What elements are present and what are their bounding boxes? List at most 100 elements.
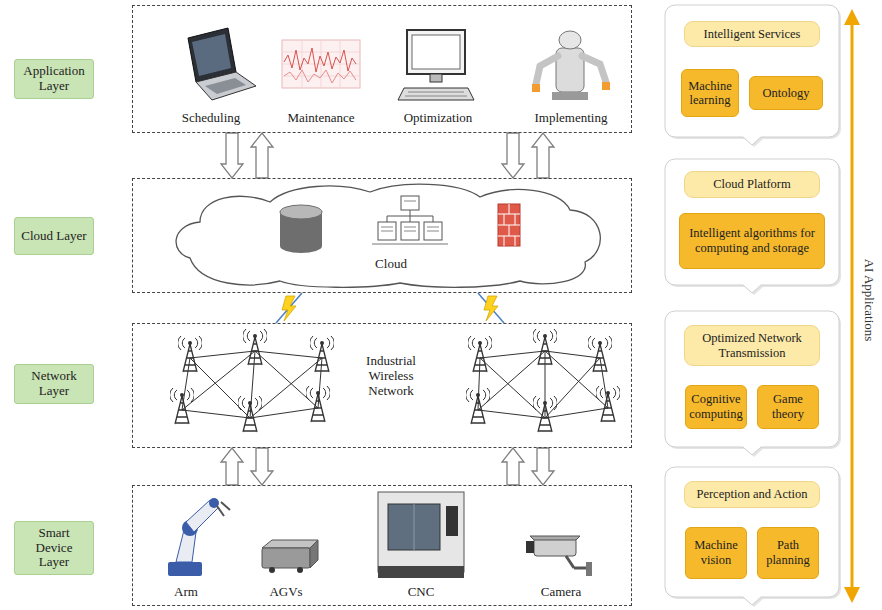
item-caption: Optimization (402, 111, 475, 126)
method-box: Game theory (757, 385, 819, 429)
camera-icon (526, 541, 534, 553)
waveform-icon (282, 40, 360, 88)
cnc-icon (388, 504, 440, 550)
layer-name: Network Layer (19, 369, 89, 399)
ai-arrow (851, 22, 854, 590)
connector (478, 293, 504, 323)
lightning-bolt (484, 296, 498, 321)
computer-icon (412, 35, 460, 69)
connector (251, 133, 273, 178)
method-box: Machine vision (685, 527, 747, 579)
firewall-icon (498, 204, 520, 246)
connector (251, 448, 273, 485)
robot-icon (532, 31, 610, 100)
method-name: Cognitive computing (689, 392, 742, 421)
item-caption: AGVs (267, 585, 304, 600)
laptop-icon (205, 78, 246, 94)
waveform-icon (284, 70, 356, 83)
block-arrow (502, 133, 524, 178)
robot-arm-icon (217, 502, 230, 516)
layer-label: Cloud Layer (14, 217, 94, 255)
layer-name: Application Layer (19, 64, 89, 94)
cnc-icon (378, 492, 464, 572)
agv-icon (262, 540, 318, 573)
firewall-icon (498, 204, 520, 246)
axis-label: AI Applications (862, 259, 877, 342)
panel-heading: Optimized Network Transmission (684, 325, 820, 366)
antenna-icon (466, 388, 491, 424)
laptop-icon (196, 72, 256, 100)
server-icon (387, 210, 433, 222)
block-arrow (221, 448, 243, 485)
panel-heading: Cloud Platform (684, 171, 820, 197)
database-icon (280, 205, 322, 219)
layer-panel: Arm AGVs CNC Camera (132, 485, 632, 606)
callout-panel: Intelligent ServicesMachine learningOnto… (664, 4, 840, 146)
computer-icon (398, 30, 474, 100)
connector (276, 293, 302, 323)
connector (502, 448, 524, 485)
cnc-icon (378, 492, 464, 578)
item-caption: Implementing (533, 111, 610, 126)
cnc-icon (414, 504, 415, 550)
server-icon (372, 196, 448, 244)
item-caption: Industrial Wireless Network (353, 354, 429, 399)
block-arrow (251, 133, 273, 178)
callout-panel: Perception and ActionMachine visionPath … (664, 466, 840, 606)
layer-label: Application Layer (14, 59, 94, 99)
lightning-bolt (282, 296, 296, 321)
wireless-link (276, 293, 302, 323)
connector (532, 133, 554, 178)
item-caption: Camera (539, 585, 583, 600)
callout-panel: Cloud PlatformIntelligent algorithms for… (664, 158, 840, 294)
firewall-icon (498, 204, 520, 246)
item-caption: Arm (172, 585, 200, 600)
computer-icon (430, 74, 442, 82)
antenna-icon (596, 386, 621, 422)
cloud-outline (176, 184, 600, 287)
database-icon (280, 205, 322, 253)
database-icon (280, 239, 322, 253)
server-icon (372, 244, 448, 245)
waveform-icon (282, 40, 360, 88)
method-name: Game theory (762, 392, 814, 421)
block-arrow (532, 133, 554, 178)
method-name: Intelligent algorithms for computing and… (684, 226, 820, 255)
callout-outline (665, 467, 839, 605)
robot-icon (582, 56, 606, 82)
robot-icon (552, 92, 588, 100)
antenna-icon (178, 336, 203, 372)
panel-heading: Intelligent Services (684, 21, 820, 47)
method-box: Intelligent algorithms for computing and… (679, 213, 825, 269)
waveform-icon (284, 48, 356, 72)
method-box: Machine learning (681, 69, 739, 117)
robot-icon (532, 84, 540, 92)
block-arrow (251, 448, 273, 485)
connector (221, 133, 243, 178)
layer-panel: SchedulingMaintenanceOptimizationImpleme… (132, 5, 632, 133)
method-name: Path planning (762, 538, 814, 567)
ai-arrow (844, 9, 860, 603)
block-arrow (221, 133, 243, 178)
antenna-icon (306, 386, 331, 422)
server-icon (401, 196, 419, 210)
callout-outline (665, 5, 839, 145)
camera-icon (530, 536, 580, 540)
robot-icon (536, 56, 558, 84)
block-arrow (502, 448, 524, 485)
layer-panel: Cloud (132, 178, 632, 293)
item-caption: CNC (406, 585, 437, 600)
callout-panel: Optimized Network TransmissionCognitive … (664, 310, 840, 456)
layer-label: Smart Device Layer (14, 521, 94, 576)
antenna-icon (238, 396, 263, 432)
computer-icon (405, 92, 467, 96)
antenna-icon (588, 336, 613, 372)
robot-icon (559, 31, 581, 49)
robot-arm-icon (168, 562, 202, 576)
wireless-link (478, 293, 504, 323)
callout-outline (665, 311, 839, 455)
antenna-icon (533, 396, 558, 432)
laptop-icon (188, 28, 256, 100)
agv-icon (262, 540, 318, 548)
